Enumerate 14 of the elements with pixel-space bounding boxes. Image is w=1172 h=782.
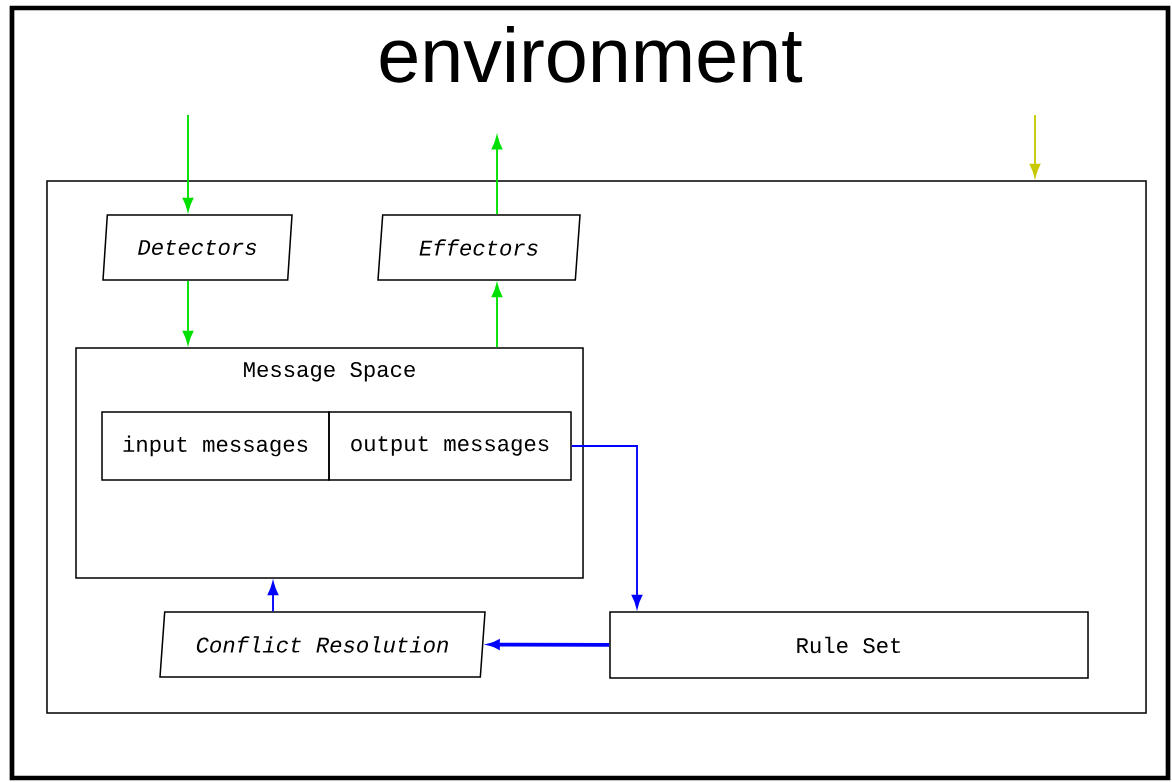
system-box bbox=[46, 180, 1147, 714]
arrow bbox=[182, 114, 194, 212]
process-box: Rule Set bbox=[609, 611, 1089, 679]
arrow bbox=[570, 445, 643, 609]
arrow bbox=[182, 279, 194, 345]
process-box: output messages bbox=[328, 411, 572, 481]
parallelogram-box: Conflict Resolution bbox=[159, 611, 486, 678]
arrow bbox=[491, 283, 503, 349]
parallelogram-box: Detectors bbox=[102, 214, 293, 281]
process-box: input messages bbox=[101, 411, 330, 481]
arrow bbox=[491, 136, 503, 216]
parallelogram-box: Effectors bbox=[377, 214, 581, 281]
arrow bbox=[1029, 114, 1041, 178]
arrow bbox=[267, 581, 279, 613]
